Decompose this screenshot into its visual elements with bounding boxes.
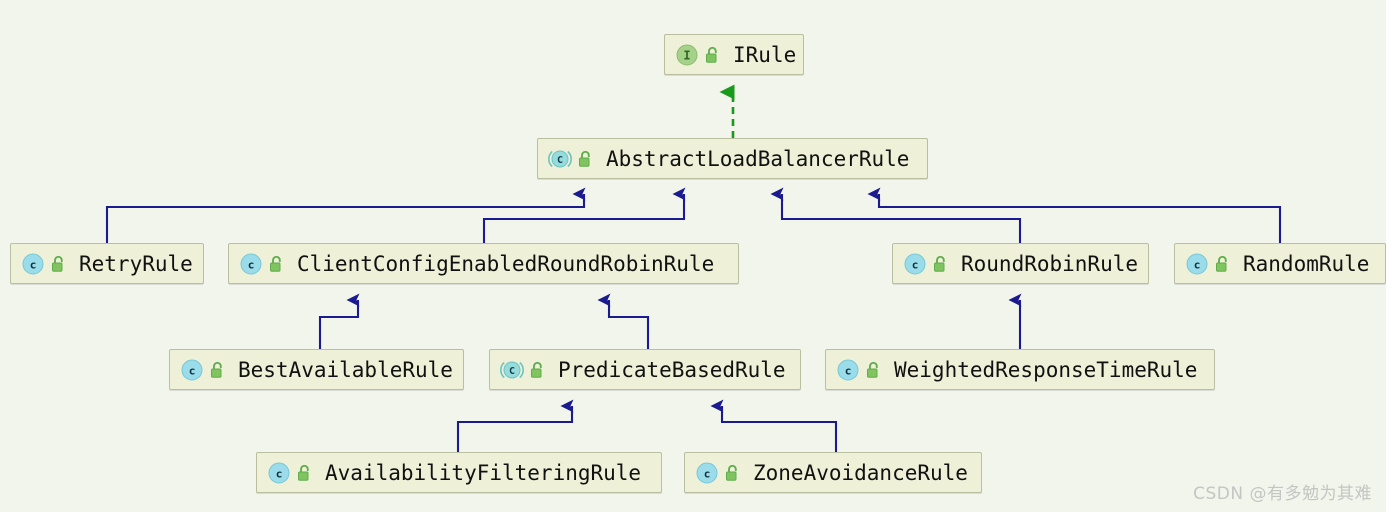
edge-retry-to-abstractlb (105, 187, 586, 243)
edge-roundrobin-to-abstractlb (770, 187, 1022, 243)
svg-text:C: C (557, 155, 563, 166)
edge-zoneavoidance-to-predicatebased (710, 399, 838, 452)
edge-predicatebased-to-clientconfig (597, 293, 650, 349)
class-node-label: PredicateBasedRule (558, 357, 786, 382)
unlocked-padlock-icon (268, 255, 285, 273)
class-node-label: ZoneAvoidanceRule (753, 460, 968, 485)
class-icon: c (239, 252, 263, 276)
class-node-random[interactable]: c RandomRule (1174, 243, 1386, 284)
edge-availability-to-predicatebased (456, 399, 574, 452)
class-icon: c (836, 358, 860, 382)
unlocked-padlock-icon (1214, 255, 1231, 273)
class-icon: c (695, 461, 719, 485)
abstract-class-icon: C (548, 147, 572, 171)
class-node-weightedresponse[interactable]: c WeightedResponseTimeRule (825, 349, 1215, 390)
abstract-class-icon: C (500, 358, 524, 382)
unlocked-padlock-icon (209, 361, 226, 379)
edge-clientconfig-to-abstractlb (482, 187, 686, 243)
unlocked-padlock-icon (50, 255, 67, 273)
class-node-roundrobin[interactable]: c RoundRobinRule (892, 243, 1149, 284)
class-node-predicatebased[interactable]: C PredicateBasedRule (489, 349, 801, 390)
class-icon: c (903, 252, 927, 276)
class-node-zoneavoidance[interactable]: c ZoneAvoidanceRule (684, 452, 982, 493)
class-node-clientconfig[interactable]: c ClientConfigEnabledRoundRobinRule (228, 243, 739, 284)
class-node-bestavailable[interactable]: c BestAvailableRule (169, 349, 464, 390)
svg-text:c: c (845, 364, 852, 377)
svg-text:c: c (276, 467, 283, 480)
class-node-label: IRule (733, 42, 797, 67)
class-node-retry[interactable]: c RetryRule (10, 243, 204, 284)
edge-random-to-abstractlb (867, 187, 1282, 243)
class-icon: c (267, 461, 291, 485)
unlocked-padlock-icon (704, 46, 721, 64)
unlocked-padlock-icon (724, 464, 741, 482)
svg-text:c: c (912, 258, 919, 271)
class-node-availability[interactable]: c AvailabilityFilteringRule (256, 452, 662, 493)
unlocked-padlock-icon (577, 150, 594, 168)
interface-icon: I (675, 43, 699, 67)
class-node-label: AbstractLoadBalancerRule (606, 146, 910, 171)
class-icon: c (180, 358, 204, 382)
edge-bestavailable-to-clientconfig (318, 293, 360, 349)
class-node-label: RandomRule (1243, 251, 1370, 276)
svg-text:c: c (1194, 258, 1201, 271)
class-node-label: ClientConfigEnabledRoundRobinRule (297, 251, 715, 276)
class-node-label: RetryRule (79, 251, 193, 276)
svg-text:c: c (189, 364, 196, 377)
svg-text:I: I (683, 48, 690, 62)
class-node-irule[interactable]: I IRule (664, 34, 804, 75)
svg-text:C: C (509, 366, 515, 377)
unlocked-padlock-icon (296, 464, 313, 482)
svg-text:c: c (30, 258, 37, 271)
watermark: CSDN @有多勉为其难 (1193, 484, 1372, 504)
class-node-label: BestAvailableRule (238, 357, 453, 382)
svg-text:c: c (248, 258, 255, 271)
class-icon: c (21, 252, 45, 276)
unlocked-padlock-icon (529, 361, 546, 379)
class-node-label: RoundRobinRule (961, 251, 1139, 276)
svg-text:c: c (704, 467, 711, 480)
class-node-abstractlb[interactable]: C AbstractLoadBalancerRule (537, 138, 928, 179)
class-node-label: AvailabilityFilteringRule (325, 460, 642, 485)
unlocked-padlock-icon (865, 361, 882, 379)
class-node-label: WeightedResponseTimeRule (894, 357, 1198, 382)
class-icon: c (1185, 252, 1209, 276)
unlocked-padlock-icon (932, 255, 949, 273)
